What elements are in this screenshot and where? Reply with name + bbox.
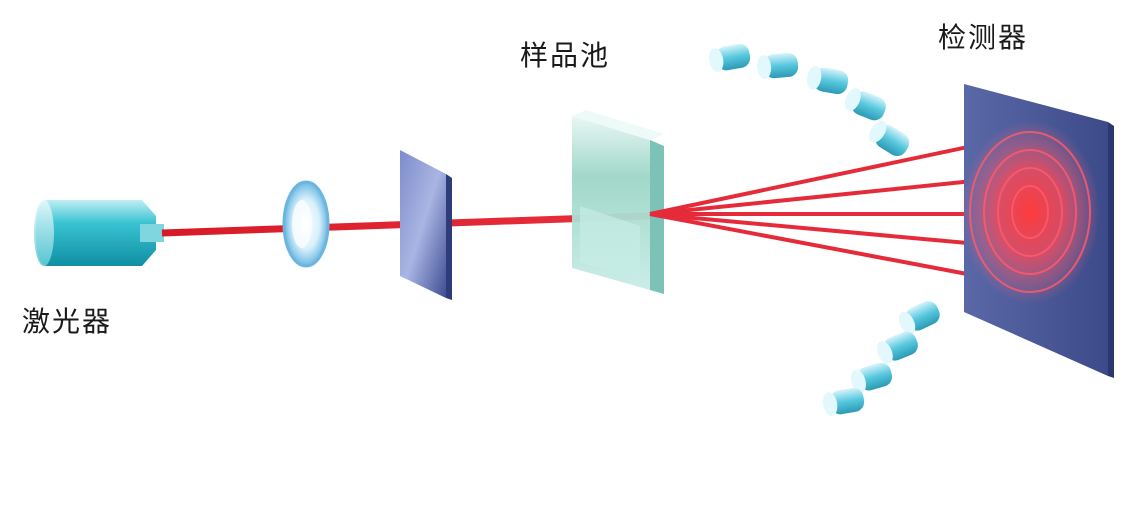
laser-label: 激光器 — [22, 305, 113, 338]
laser-cylinder-icon — [34, 200, 164, 266]
lens-icon — [282, 180, 330, 268]
sample-cell-label: 样品池 — [520, 39, 611, 72]
sample-cell-icon — [572, 110, 664, 294]
filter-plate-icon — [400, 150, 452, 300]
detector-label: 检测器 — [938, 21, 1029, 54]
photodetector-tube-icon-upper — [708, 43, 910, 157]
detector-screen-icon — [960, 84, 1114, 378]
photodetector-tube-icon-lower — [822, 301, 940, 416]
